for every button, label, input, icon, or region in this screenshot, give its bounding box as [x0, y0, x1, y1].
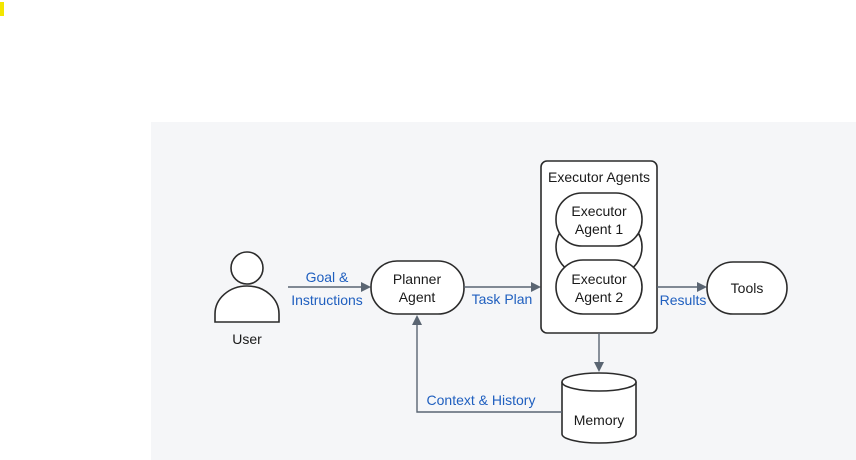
- results-label: Results: [660, 292, 707, 308]
- tools-node: [706, 261, 788, 315]
- executor2-label-line2: Agent 2: [575, 289, 623, 305]
- tools-label: Tools: [731, 280, 764, 296]
- context-history-arrow: [412, 315, 562, 413]
- database-cylinder-icon: [561, 372, 637, 444]
- executor-agent-1-node: [555, 192, 643, 247]
- user-label: User: [232, 331, 262, 347]
- executor-group-label: Executor Agents: [548, 169, 650, 185]
- planner-label-line2: Agent: [399, 289, 436, 305]
- executor2-label-line1: Executor: [571, 271, 627, 287]
- goal-label-line2: Instructions: [291, 292, 363, 308]
- goal-label-line1: Goal &: [306, 269, 349, 285]
- memory-label: Memory: [574, 412, 625, 428]
- person-icon: [214, 251, 280, 323]
- planner-agent-node: [370, 260, 465, 315]
- context-history-label: Context & History: [427, 392, 536, 408]
- corner-marker: [0, 2, 4, 16]
- executor-agent-2-node: [555, 259, 643, 315]
- executor1-label-line2: Agent 1: [575, 221, 623, 237]
- executor1-label-line1: Executor: [571, 203, 627, 219]
- task-plan-label: Task Plan: [472, 291, 533, 307]
- planner-label-line1: Planner: [393, 271, 442, 287]
